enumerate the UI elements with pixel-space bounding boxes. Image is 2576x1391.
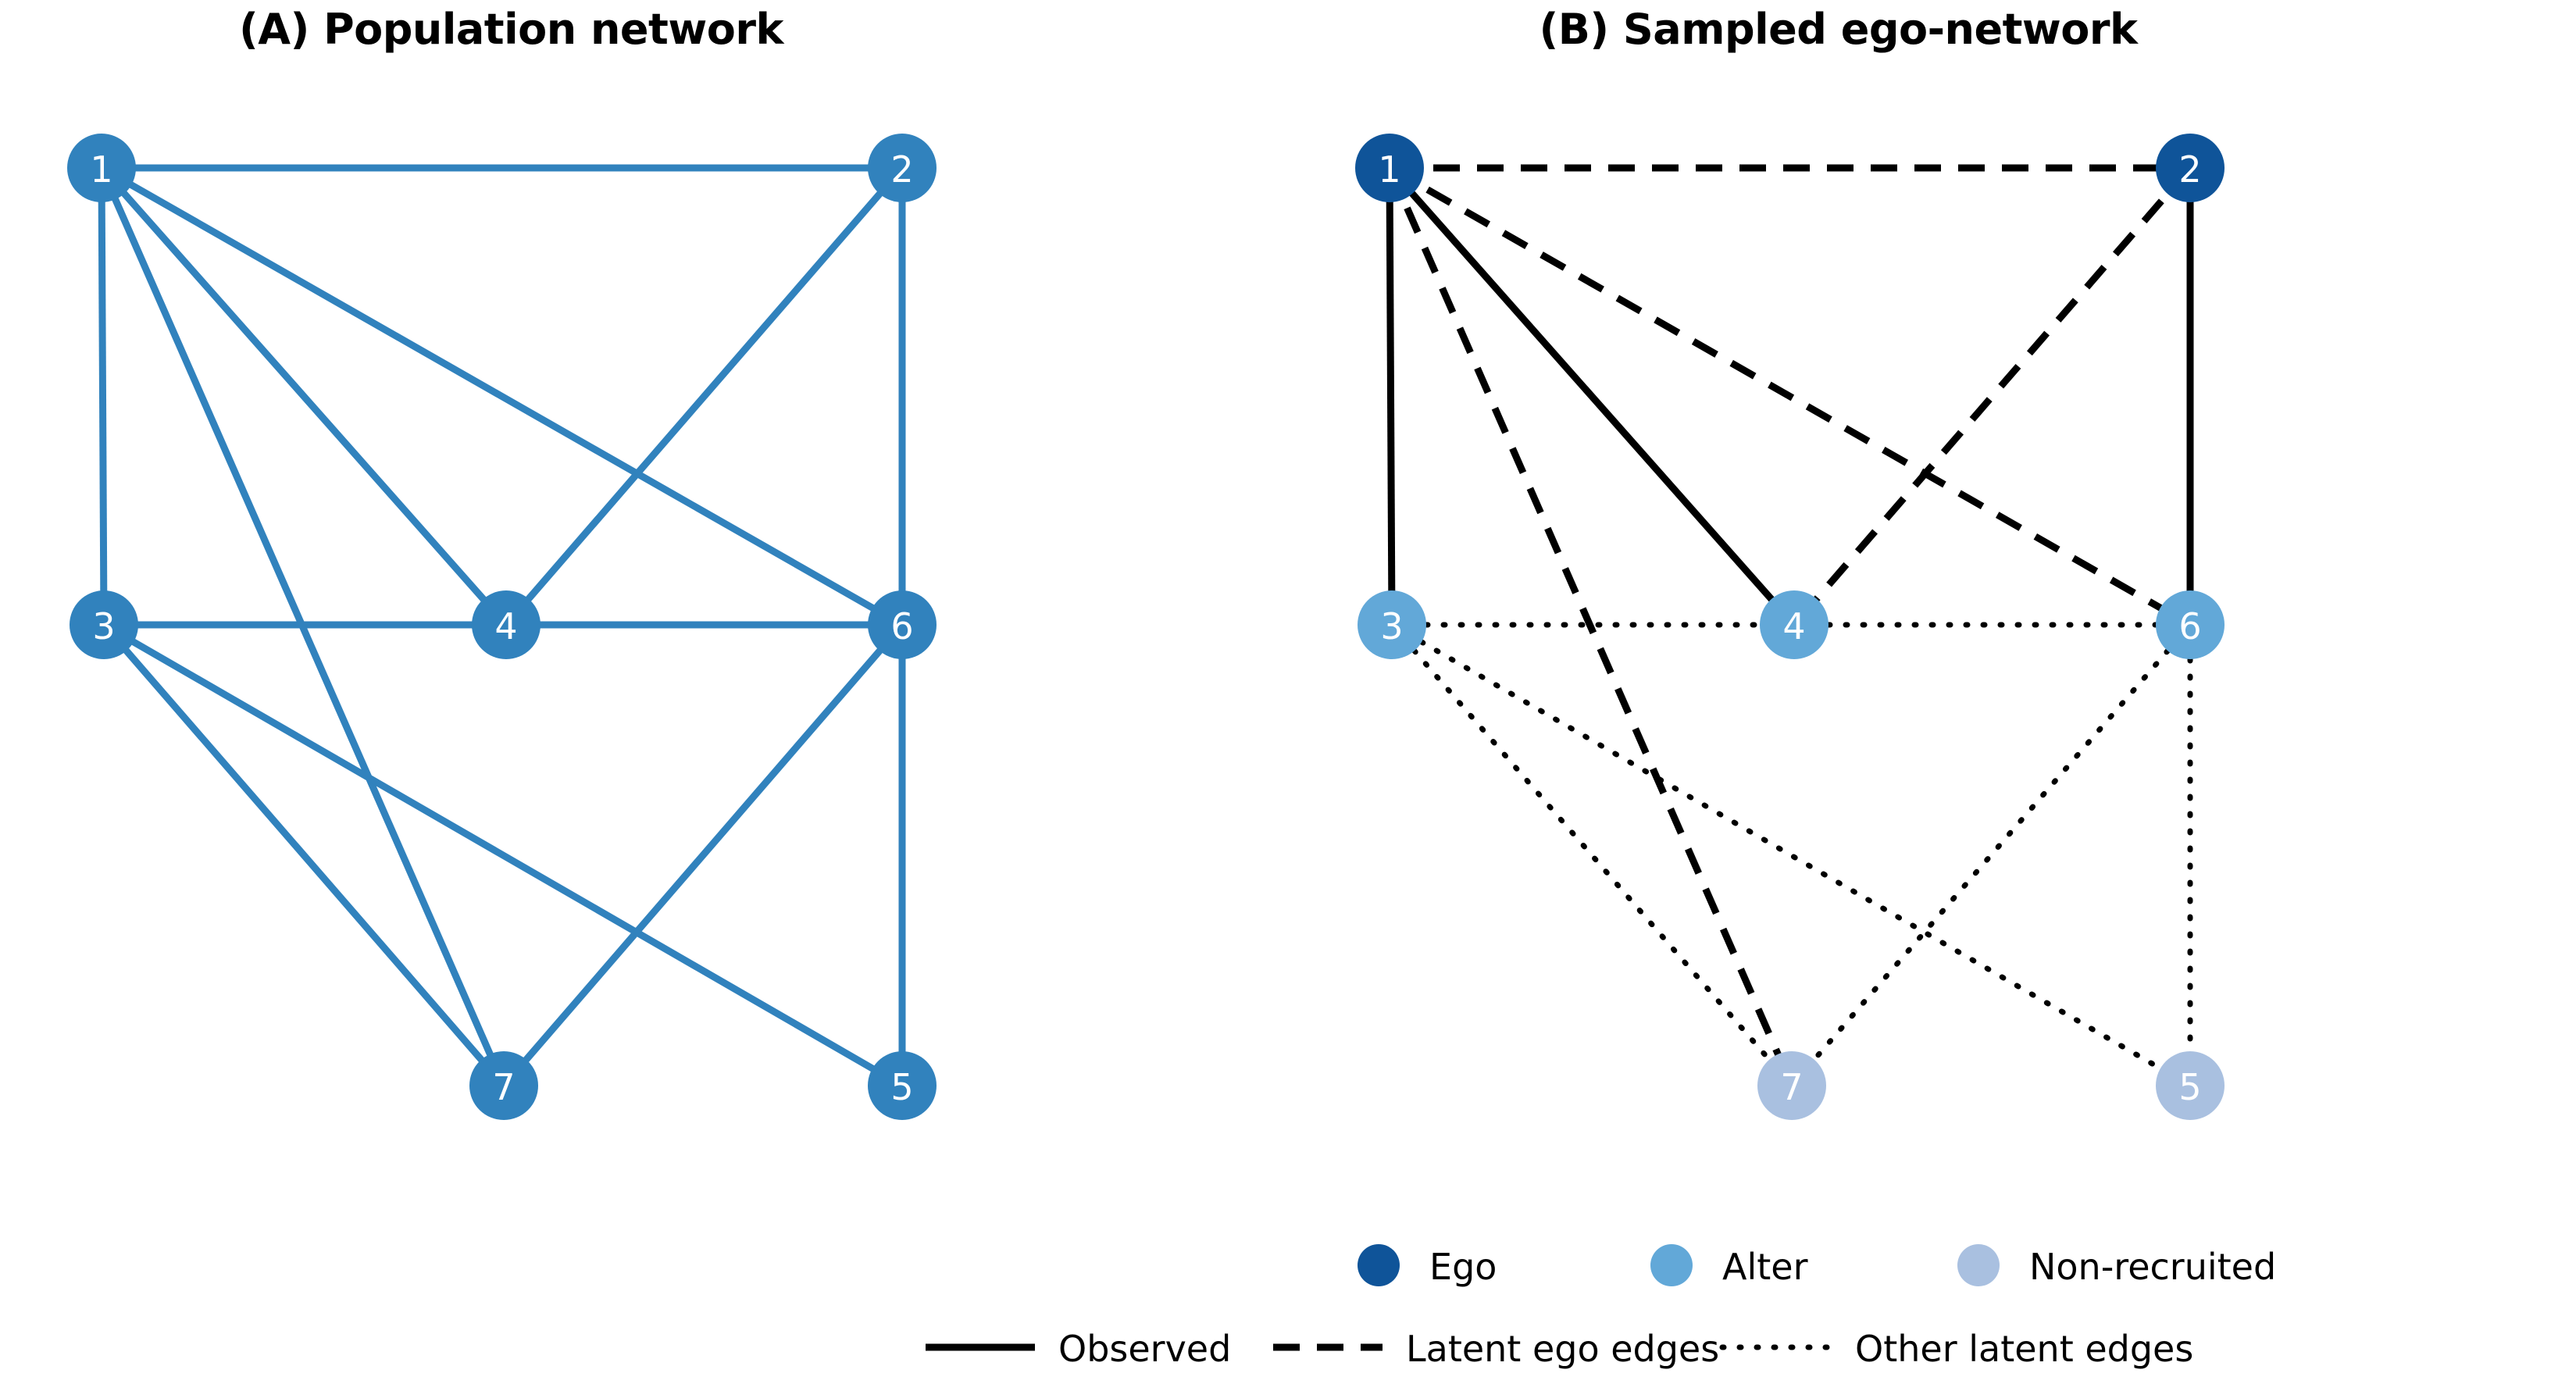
legend-node-marker-ego [1358,1244,1400,1286]
node-label-3: 3 [1380,605,1403,647]
node-7[interactable] [1757,1051,1826,1120]
edge-1-3 [98,167,108,626]
edge-3-5 [102,622,904,1089]
node-label-3: 3 [92,605,115,647]
legend-node-marker-alter [1650,1244,1693,1286]
node-label-6: 6 [2178,605,2201,647]
legend-node-label-2: Non-recruited [2029,1246,2276,1288]
node-1[interactable] [67,134,136,202]
node-5[interactable] [868,1051,937,1120]
node-label-1: 1 [90,148,112,191]
node-label-2: 2 [2178,148,2201,191]
edge-3-7 [1389,622,1795,1089]
panel-b-title: (B) Sampled ego-network [1539,5,2138,54]
node-label-4: 4 [1782,605,1805,647]
node-2[interactable] [2156,134,2225,202]
node-5[interactable] [2156,1051,2225,1120]
node-label-2: 2 [890,148,913,191]
edge-6-7 [501,622,905,1088]
edge-2-4 [1791,166,2193,627]
edge-2-4 [503,166,905,627]
edge-3-5 [1389,622,2193,1089]
node-label-5: 5 [890,1066,913,1108]
edge-1-4 [1386,166,1797,627]
edge-1-7 [1386,166,1796,1087]
panel-a-title: (A) Population network [239,5,783,54]
node-6[interactable] [2156,590,2225,659]
node-3[interactable] [1358,590,1426,659]
node-label-5: 5 [2178,1066,2201,1108]
node-label-1: 1 [1378,148,1400,191]
node-label-4: 4 [494,605,517,647]
legend-node-label-1: Alter [1722,1246,1808,1288]
panel-population-network: (A) Population network 1 2 3 4 6 7 5 [67,5,937,1120]
legend-edge-label-1: Latent ego edges [1406,1328,1719,1370]
legend-node-label-0: Ego [1429,1246,1497,1288]
sampled-ego-network-graph: 1 2 3 4 6 7 5 [1355,134,2225,1120]
node-2[interactable] [868,134,937,202]
legend-edge-label-0: Observed [1058,1328,1231,1370]
edge-1-6 [1387,165,2192,628]
node-label-7: 7 [492,1066,515,1108]
node-label-7: 7 [1780,1066,1803,1108]
legend-edge-label-2: Other latent edges [1855,1328,2193,1370]
edge-3-7 [101,622,507,1088]
edge-6-7 [1789,622,2193,1089]
edge-1-3 [1386,167,1396,626]
legend-node-marker-non-recruited [1957,1244,2000,1286]
population-network-graph: 1 2 3 4 6 7 5 [67,134,937,1120]
node-6[interactable] [868,590,937,659]
node-4[interactable] [1760,590,1829,659]
node-1[interactable] [1355,134,1424,202]
node-label-6: 6 [890,605,913,647]
node-4[interactable] [472,590,541,659]
edge-1-4 [98,166,509,627]
node-7[interactable] [469,1051,538,1120]
node-3[interactable] [70,590,138,659]
panel-sampled-ego-network: (B) Sampled ego-network 1 2 3 4 6 7 5 [1288,0,2576,1391]
edge-1-6 [99,165,904,628]
